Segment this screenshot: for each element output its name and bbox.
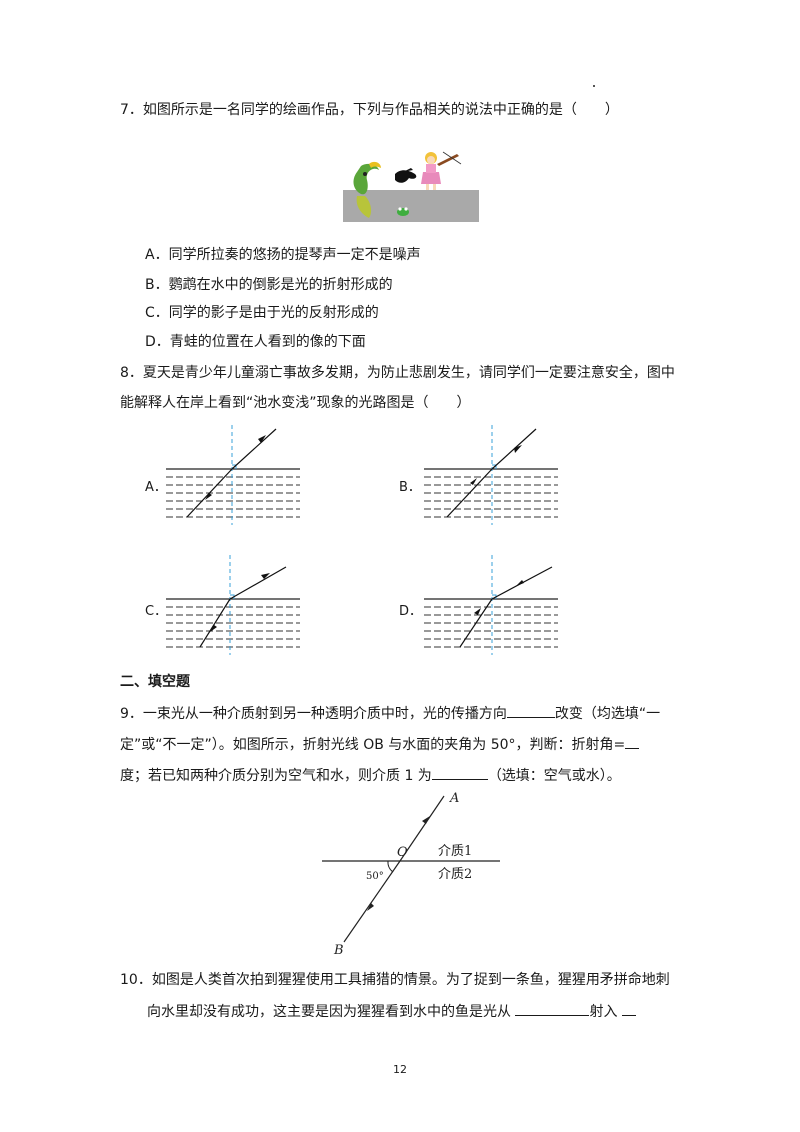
label-o: O <box>397 845 408 860</box>
q9-blank-2 <box>625 733 640 749</box>
q9-text-3b: （选填：空气或水）。 <box>487 768 621 784</box>
q8-diagram-a <box>166 425 300 525</box>
q8-diagram-b <box>424 425 558 525</box>
q8-stem-line1: 8．夏天是青少年儿童溺亡事故多发期，为防止悲剧发生，请同学们一定要注意安全，图中 <box>120 365 675 381</box>
q7-option-d: D．青蛙的位置在人看到的像的下面 <box>145 334 366 350</box>
label-medium2: 介质2 <box>438 867 472 882</box>
q8-diagram-c <box>166 555 300 655</box>
label-a: A <box>449 791 459 806</box>
q9-refraction-figure: A O B 介质1 介质2 50° <box>322 791 500 958</box>
q7-option-a: A．同学所拉奏的悠扬的提琴声一定不是噪声 <box>145 247 421 263</box>
q10-text-2a: 向水里却没有成功，这主要是因为猩猩看到水中的鱼是光从 <box>147 1004 511 1020</box>
q9-text-2a: 定”或“不一定”）。如图所示，折射光线 OB 与水面的夹角为 50°，判断：折射… <box>120 737 626 753</box>
q7-option-c: C．同学的影子是由于光的反射形成的 <box>145 305 379 321</box>
q8-label-c: C． <box>145 604 168 619</box>
q10-line2: 向水里却没有成功，这主要是因为猩猩看到水中的鱼是光从 射入 <box>147 1000 636 1022</box>
q9-blank-1 <box>506 702 555 718</box>
q9-line1: 9．一束光从一种介质射到另一种透明介质中时，光的传播方向 改变（均选填“一 <box>120 702 660 724</box>
q8-label-d: D． <box>399 604 423 619</box>
q7-stem: 7．如图所示是一名同学的绘画作品，下列与作品相关的说法中正确的是（ ） <box>120 102 619 118</box>
page-number: 12 <box>393 1063 407 1076</box>
q8-stem-line2: 能解释人在岸上看到“池水变浅”现象的光路图是（ ） <box>120 395 471 411</box>
q9-line2: 定”或“不一定”）。如图所示，折射光线 OB 与水面的夹角为 50°，判断：折射… <box>120 733 640 755</box>
section-heading: 二、填空题 <box>120 674 190 690</box>
q10-blank-1 <box>515 1000 590 1016</box>
q9-text-1b: 改变（均选填“一 <box>554 706 661 722</box>
q7-option-b: B．鹦鹉在水中的倒影是光的折射形成的 <box>145 277 393 293</box>
q10-line1: 10．如图是人类首次拍到猩猩使用工具捕猎的情景。为了捉到一条鱼，猩猩用矛拼命地刺 <box>120 972 670 988</box>
q9-text-1a: 9．一束光从一种介质射到另一种透明介质中时，光的传播方向 <box>120 706 507 722</box>
water-dashes <box>166 476 300 518</box>
q10-text-2b: 射入 <box>589 1004 618 1020</box>
label-b: B <box>333 943 344 958</box>
label-medium1: 介质1 <box>438 844 472 859</box>
scan-dot <box>593 85 595 87</box>
q7-painting <box>343 150 479 222</box>
q9-line3: 度；若已知两种介质分别为空气和水，则介质 1 为 （选填：空气或水）。 <box>120 764 621 786</box>
q9-blank-3 <box>431 764 488 780</box>
q8-diagram-d <box>424 555 558 655</box>
q8-label-a: A． <box>145 480 167 495</box>
q9-text-3a: 度；若已知两种介质分别为空气和水，则介质 1 为 <box>120 768 432 784</box>
q10-blank-2 <box>621 1000 636 1016</box>
q8-label-b: B． <box>399 480 421 495</box>
label-angle: 50° <box>366 871 384 882</box>
